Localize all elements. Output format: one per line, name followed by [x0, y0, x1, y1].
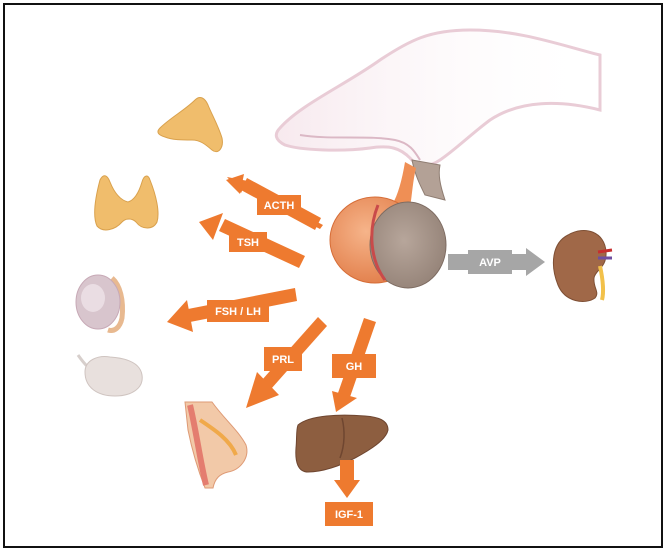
label-igf-1: IGF-1: [325, 502, 373, 526]
label-igf-1-text: IGF-1: [335, 509, 363, 521]
hypothalamus: [276, 30, 600, 165]
label-avp: AVP: [468, 250, 512, 274]
label-avp-text: AVP: [479, 257, 501, 269]
label-fsh-lh-text: FSH / LH: [215, 306, 261, 318]
label-prl: PRL: [264, 347, 302, 371]
kidney-icon: [553, 230, 612, 301]
adrenal-gland-icon: [158, 98, 222, 152]
label-tsh: TSH: [229, 232, 267, 252]
label-acth-text: ACTH: [264, 200, 295, 212]
pituitary-gland: [330, 197, 446, 288]
thyroid-gland-icon: [95, 176, 158, 230]
label-gh-text: GH: [346, 361, 363, 373]
label-prl-text: PRL: [272, 354, 294, 366]
testis-icon: [76, 275, 123, 331]
label-gh: GH: [332, 354, 376, 378]
pituitary-stalk: [392, 160, 445, 208]
breast-icon: [185, 402, 247, 488]
label-acth: ACTH: [257, 195, 301, 215]
label-tsh-text: TSH: [237, 237, 259, 249]
label-fsh-lh: FSH / LH: [207, 300, 269, 322]
ovary-icon: [78, 355, 142, 396]
